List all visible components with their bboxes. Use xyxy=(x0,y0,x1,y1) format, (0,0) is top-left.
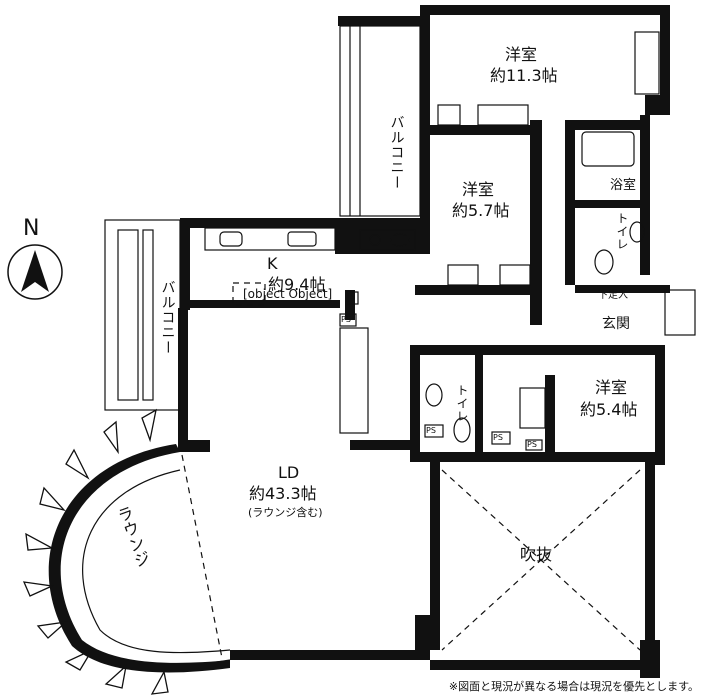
room-name-shoebox: 下足入 xyxy=(598,290,628,301)
footnote: ※図面と現況が異なる場合は現況を優先とします。 xyxy=(448,680,699,693)
exterior-walls xyxy=(178,5,670,678)
ps-label-1: PS xyxy=(341,315,351,324)
room-name-atrium: 吹抜 xyxy=(520,545,553,564)
room-name-entrance: 玄関 xyxy=(602,316,630,332)
north-arrow-icon xyxy=(7,244,63,300)
room-name-western2: 洋室 xyxy=(462,180,495,199)
room-name-toilet1: トイレ xyxy=(615,212,629,251)
balcony-west xyxy=(104,219,181,411)
room-name-western3: 洋室 xyxy=(595,378,628,397)
ld-lounge-divider xyxy=(181,454,223,659)
room-note-ld: (ラウンジ含む) xyxy=(248,506,323,519)
room-size-western1: 約11.3帖 xyxy=(490,66,558,85)
interior-walls xyxy=(345,15,670,650)
atrium-x xyxy=(441,469,641,651)
compass-label: N xyxy=(23,216,40,241)
fixtures xyxy=(204,31,696,451)
room-name-toilet2: トイレ xyxy=(455,384,469,423)
room-name-western1: 洋室 xyxy=(505,45,538,64)
room-size-ld: 約43.3帖 xyxy=(249,484,317,503)
ps-label-2: PS xyxy=(426,426,436,435)
ps-label-3: PS xyxy=(493,433,503,442)
room-name-kitchen: K xyxy=(267,254,278,273)
fridge-label: [object Object] xyxy=(243,287,333,301)
s-label: S xyxy=(350,292,356,301)
room-size-western2: 約5.7帖 xyxy=(452,201,510,220)
ps-label-4: PS xyxy=(527,440,537,449)
balcony-north xyxy=(339,25,421,217)
room-size-kitchen: 約9.4帖 xyxy=(268,275,326,294)
room-name-bath: 浴室 xyxy=(610,178,637,193)
room-name-balcony1: バルコニー xyxy=(388,115,405,190)
room-name-balcony2: バルコニー xyxy=(159,280,176,355)
lounge-bay xyxy=(22,408,231,695)
room-size-western3: 約5.4帖 xyxy=(580,400,638,419)
room-name-ld: LD xyxy=(278,463,300,482)
